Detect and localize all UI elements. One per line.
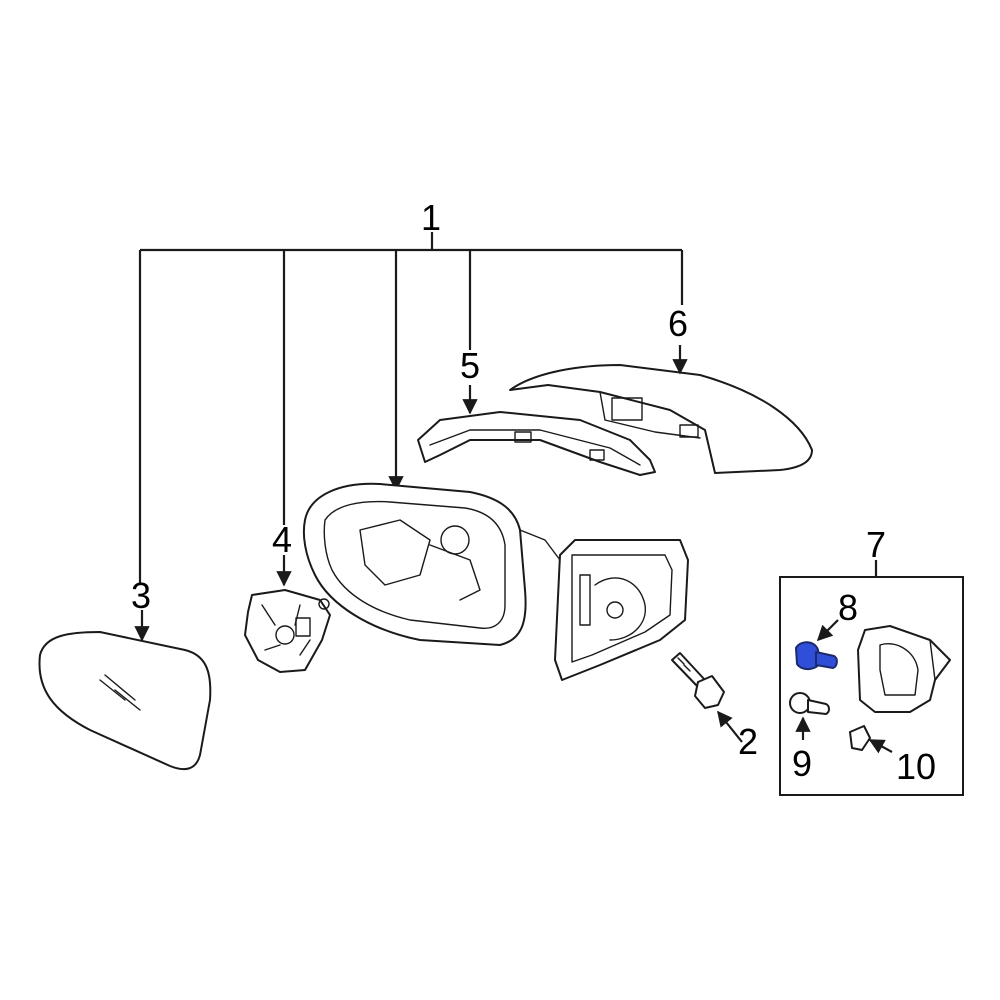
callout-4: 4 (272, 519, 292, 560)
turn-signal-lamp[interactable] (417, 411, 656, 476)
mirror-glass[interactable] (38, 631, 212, 771)
callout-7: 7 (866, 524, 886, 565)
callout-8: 8 (838, 587, 858, 628)
callout-10: 10 (896, 746, 936, 787)
callout-3: 3 (131, 575, 151, 616)
callout-6: 6 (668, 303, 688, 344)
callout-2: 2 (738, 721, 758, 762)
mirror-base[interactable] (554, 539, 689, 681)
callout-1: 1 (421, 197, 441, 238)
small-clip[interactable] (849, 725, 871, 751)
push-pin[interactable] (789, 692, 830, 715)
callout-9: 9 (792, 743, 812, 784)
mirror-housing[interactable] (302, 482, 561, 646)
screw-highlighted[interactable] (795, 641, 838, 670)
cover-clip[interactable] (857, 625, 951, 713)
kit-box (779, 560, 964, 796)
callout-5: 5 (460, 345, 480, 386)
mounting-bolt[interactable] (671, 652, 725, 709)
mirror-actuator[interactable] (244, 589, 331, 673)
assembly-bracket-lines (138, 232, 684, 585)
mirror-cover-cap[interactable] (509, 364, 813, 474)
